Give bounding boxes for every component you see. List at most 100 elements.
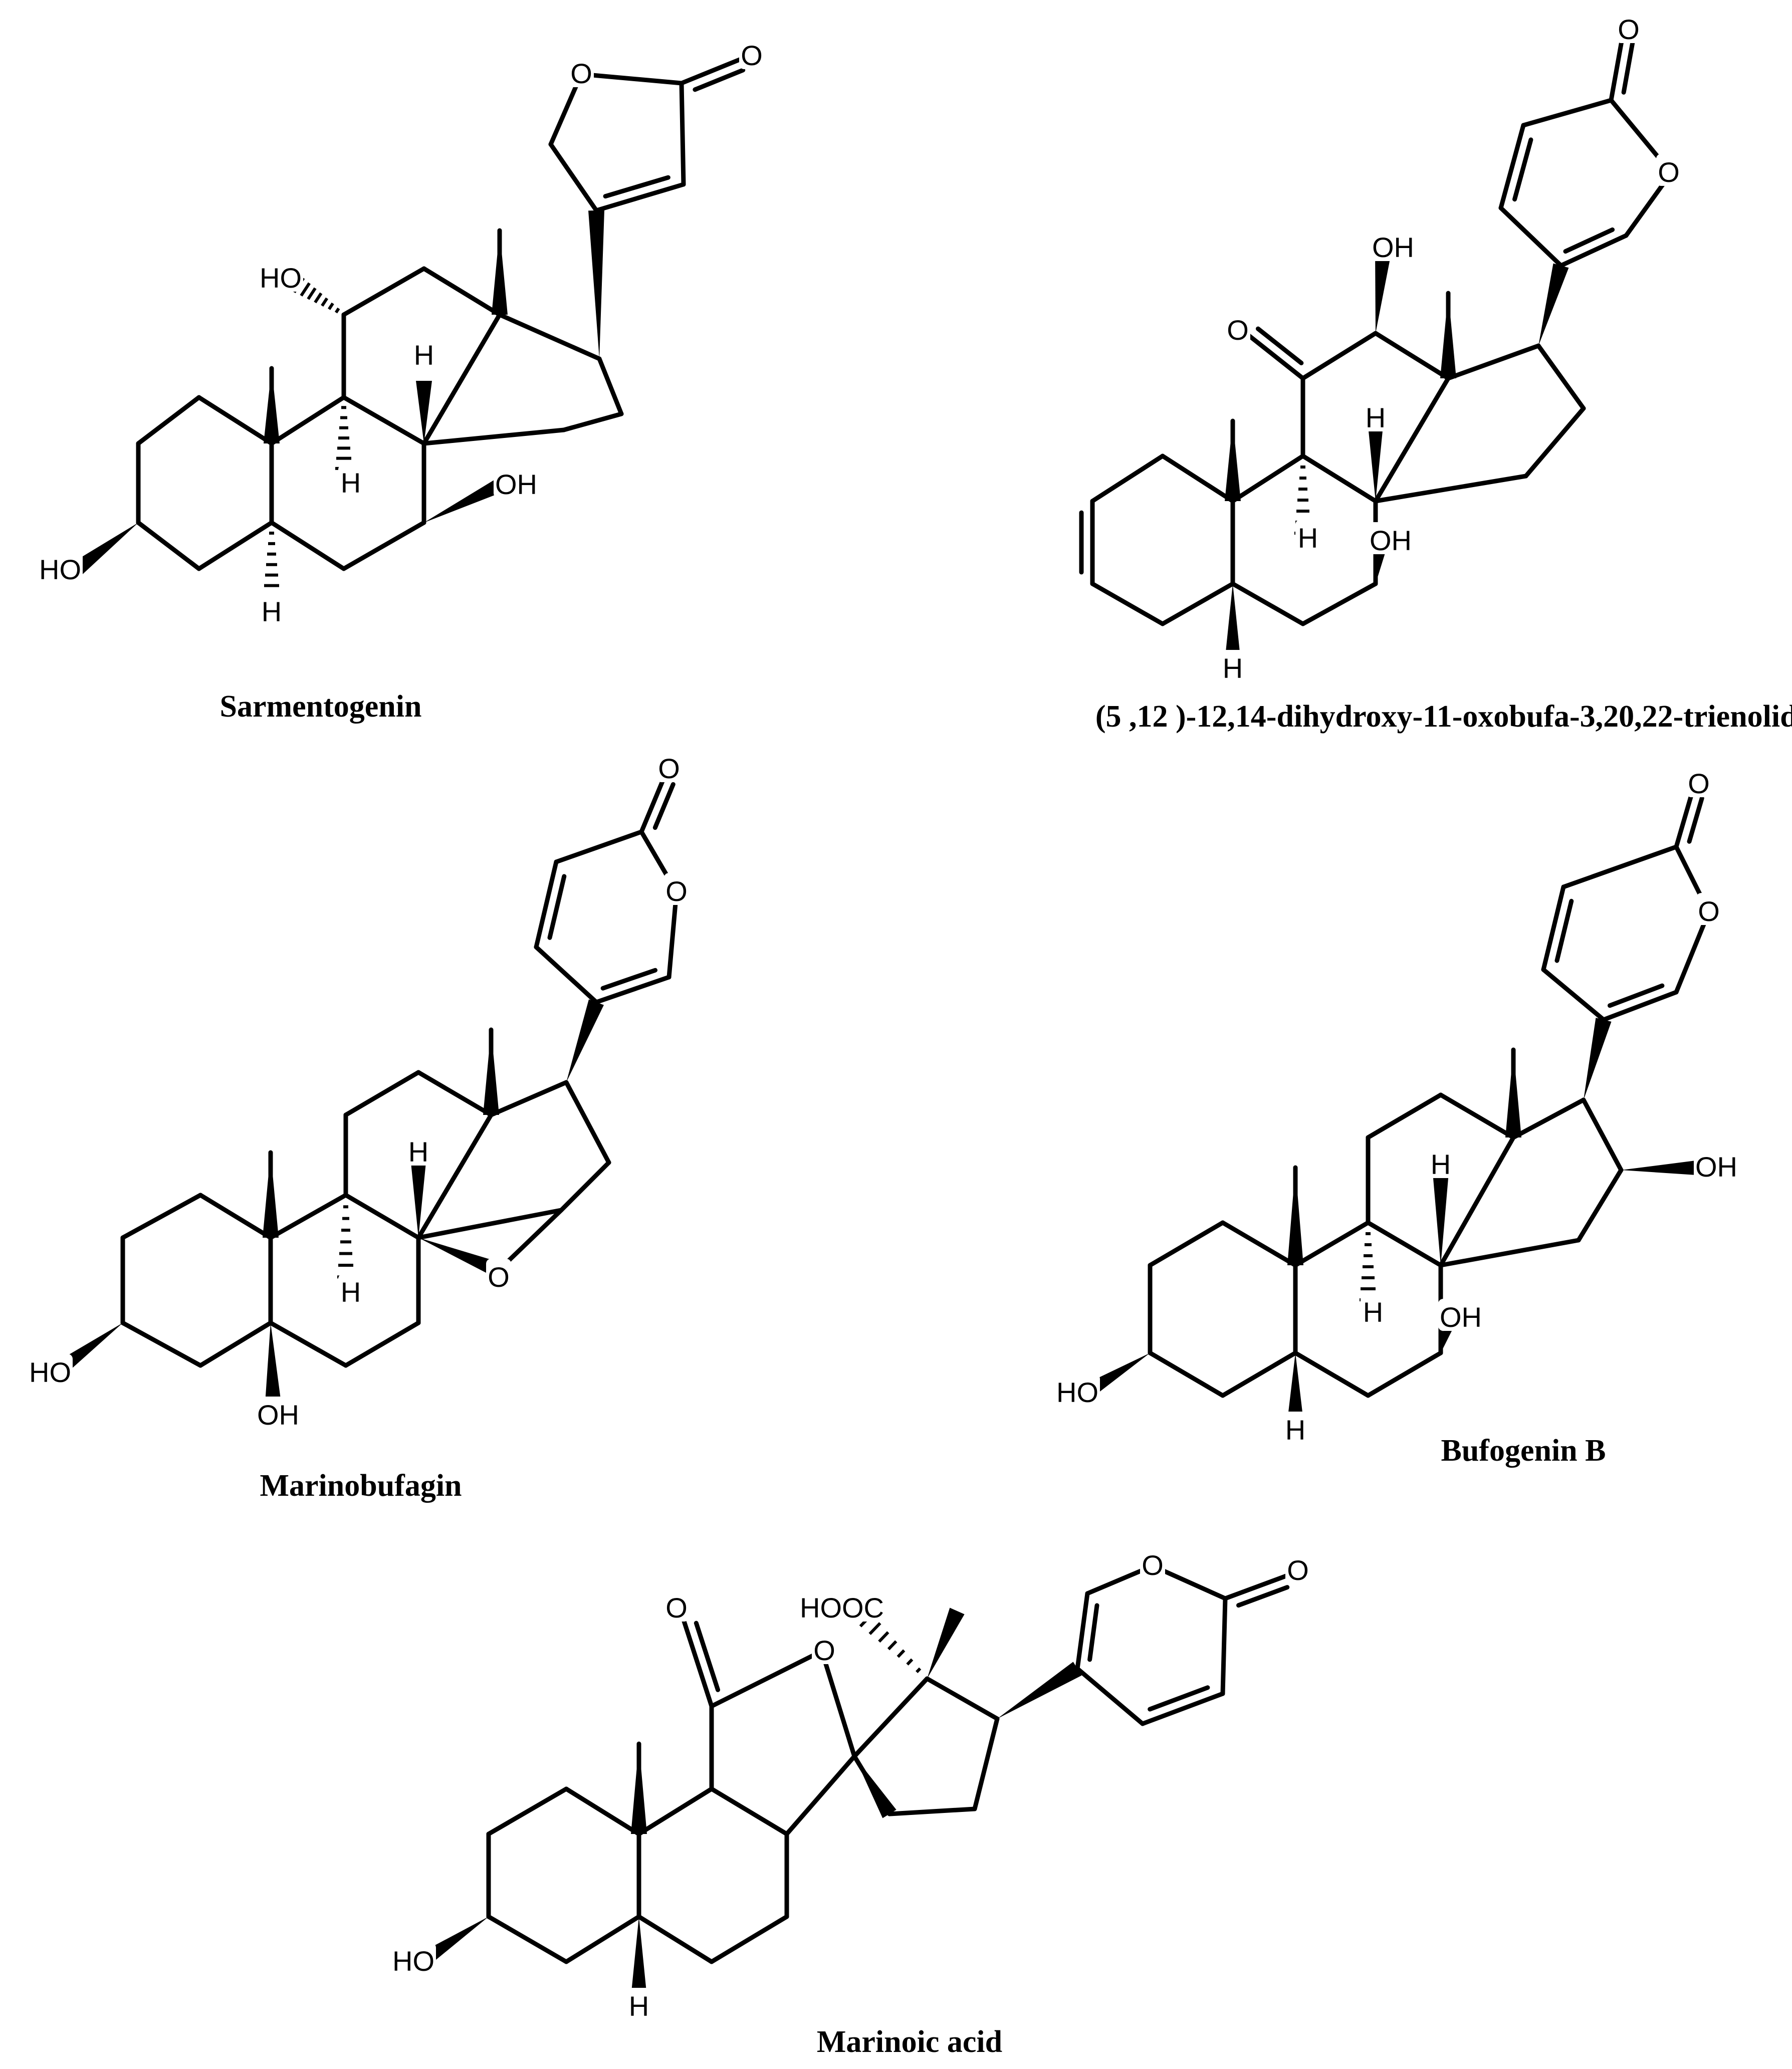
bond	[534, 945, 599, 1005]
bond	[196, 395, 274, 446]
bond	[416, 1112, 494, 1240]
double-bond	[1255, 326, 1304, 365]
atom-label-backdrop	[411, 337, 436, 369]
hash-bond	[887, 1640, 898, 1651]
atom-label: O	[658, 753, 680, 784]
bond	[343, 1320, 421, 1368]
bond	[421, 427, 566, 446]
bond	[136, 520, 201, 571]
wedge-bond	[264, 368, 280, 443]
wedge-bond	[265, 1323, 281, 1404]
wedge-bond	[483, 1030, 499, 1115]
bond	[636, 1914, 714, 1964]
bond	[1541, 967, 1606, 1022]
bond	[1090, 453, 1165, 504]
atom-label: OH	[257, 1399, 299, 1431]
bond	[341, 520, 426, 571]
bond	[594, 975, 671, 1005]
bond	[497, 312, 602, 361]
wedge-bond	[1584, 1018, 1612, 1100]
bond	[268, 1193, 348, 1240]
atom-label: O	[813, 1635, 835, 1666]
atom-label-backdrop	[656, 750, 682, 782]
wedge-bond	[566, 999, 604, 1082]
double-bond	[1236, 1585, 1290, 1608]
atom-label: H	[1366, 402, 1386, 433]
atom-label: H	[1363, 1296, 1383, 1328]
atom-label: O	[1658, 156, 1680, 188]
atom-label: HO	[1056, 1376, 1098, 1408]
atom-label: OH	[495, 469, 537, 500]
bond	[416, 1070, 494, 1117]
atom-label: H	[341, 467, 361, 499]
atom-label-backdrop	[1283, 1412, 1308, 1444]
wedge-bond	[588, 210, 604, 359]
bond	[1148, 1350, 1225, 1398]
atom-label: OH	[1695, 1151, 1737, 1183]
bond	[1438, 1135, 1516, 1268]
atom-label: HO	[260, 262, 302, 294]
bond	[269, 520, 346, 571]
atom-label: OH	[1370, 525, 1412, 556]
atom-label-backdrop	[664, 1589, 689, 1622]
atom-label: O	[665, 875, 688, 907]
bond	[196, 520, 274, 571]
compound-name: Marinobufagin	[260, 1469, 462, 1503]
wedge-bond	[631, 1917, 647, 1997]
wedge-bond	[1440, 293, 1456, 378]
atom-label: H	[414, 339, 434, 371]
bond	[421, 266, 502, 317]
compound-name: Bufogenin B	[1441, 1434, 1606, 1468]
bond	[679, 54, 751, 86]
bond	[1075, 1666, 1145, 1726]
wedge-bond	[492, 231, 508, 315]
wedge-bond	[854, 1756, 897, 1818]
atom-label-backdrop	[664, 873, 689, 905]
double-bond	[1148, 1685, 1210, 1712]
atom-label-backdrop	[812, 1632, 837, 1664]
hash-bond	[334, 307, 340, 314]
bond	[679, 1611, 714, 1709]
wedge-bond	[1368, 421, 1384, 501]
bond	[486, 1914, 569, 1964]
atom-label-backdrop	[1363, 399, 1388, 431]
bond	[1230, 453, 1305, 504]
bond	[1561, 844, 1679, 889]
bond	[554, 829, 644, 864]
wedge-bond	[631, 1744, 647, 1834]
bond	[709, 1649, 824, 1709]
bond	[887, 1806, 977, 1816]
wedge-bond	[418, 1238, 502, 1278]
atom-label-backdrop	[259, 593, 284, 625]
bond	[1523, 406, 1586, 479]
atom-label: O	[1698, 895, 1720, 927]
bond	[1498, 123, 1526, 210]
bond	[1366, 1220, 1443, 1268]
bond	[1300, 331, 1378, 381]
bond	[1446, 343, 1541, 381]
wedge-bond	[70, 523, 138, 577]
atom-label-backdrop	[338, 465, 363, 497]
bond	[1576, 1168, 1624, 1243]
atom-label: H	[1285, 1414, 1305, 1446]
hash-bond	[307, 287, 317, 300]
bond	[341, 266, 426, 317]
hash-bond	[300, 282, 311, 297]
wedge-bond	[1433, 1173, 1449, 1265]
bond	[269, 395, 346, 446]
bond	[1498, 205, 1563, 268]
double-bond	[1554, 898, 1574, 963]
atom-label: H	[1298, 522, 1318, 554]
wedge-bond	[424, 475, 510, 523]
atom-label: H	[1431, 1148, 1451, 1180]
atom-label: O	[665, 1592, 688, 1624]
atom-label-backdrop	[1220, 650, 1245, 682]
bond	[198, 1193, 273, 1240]
bond	[1366, 1092, 1443, 1140]
bond	[559, 1160, 611, 1213]
atom-label: HOOC	[800, 1592, 884, 1624]
bond	[709, 1786, 789, 1836]
